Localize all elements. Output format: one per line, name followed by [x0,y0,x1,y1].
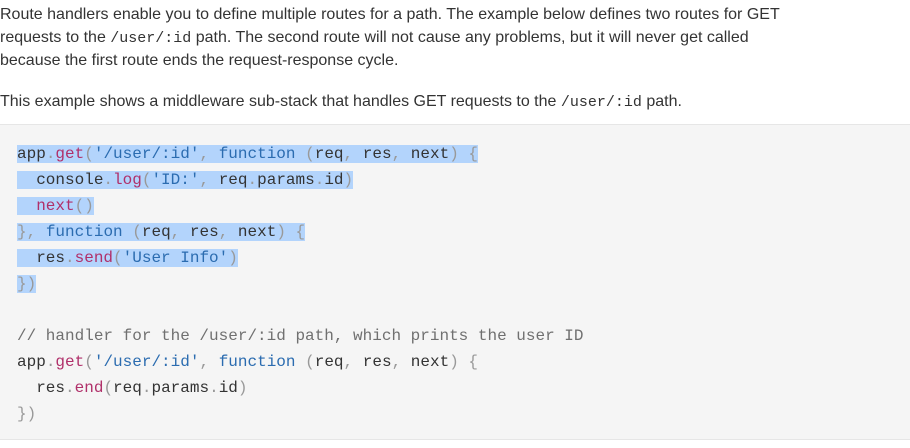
code-line: app.get('/user/:id', function (req, res,… [17,349,584,375]
intro-line-3: because the first route ends the request… [0,52,399,69]
code-line: res.end(req.params.id) [17,375,584,401]
intro-line-2-text: requests to the [0,29,111,46]
code-line: }) [17,401,584,427]
example-description: This example shows a middleware sub-stac… [0,90,905,115]
code-line-selected: }, function (req, res, next) { [17,219,584,245]
code-line-selected: console.log('ID:', req.params.id) [17,167,584,193]
intro-line-1: Route handlers enable you to define mult… [0,6,780,23]
code-line-text: res.end(req.params.id) [36,379,248,397]
code-line-selected: next() [17,193,584,219]
code-line-selected-text: next() [17,197,94,215]
inline-code-path: /user/:id [560,94,642,111]
code-line-selected-text: }, function (req, res, next) { [17,223,306,241]
code-content[interactable]: app.get('/user/:id', function (req, res,… [17,141,584,427]
code-line-blank [17,297,584,323]
code-line-text: app.get('/user/:id', function (req, res,… [17,353,479,371]
intro-paragraph: Route handlers enable you to define mult… [0,3,905,72]
example-description-rest: path. [641,93,682,110]
code-line-text: }) [17,405,37,423]
inline-code-path: /user/:id [110,30,192,47]
code-line-selected: res.send('User Info') [17,245,584,271]
intro-line-2-rest: path. The second route will not cause an… [191,29,749,46]
code-line-selected: }) [17,271,584,297]
code-comment: // handler for the /user/:id path, which… [17,323,584,349]
example-description-text: This example shows a middleware sub-stac… [0,93,561,110]
code-line-selected-text: console.log('ID:', req.params.id) [17,171,354,189]
code-comment-text: // handler for the /user/:id path, which… [17,327,584,345]
code-line-selected-text: app.get('/user/:id', function (req, res,… [17,145,479,163]
intro-line-2: requests to the /user/:id path. The seco… [0,26,905,49]
code-block[interactable]: app.get('/user/:id', function (req, res,… [0,124,910,440]
code-line-selected-text: res.send('User Info') [17,249,238,267]
code-line-selected: app.get('/user/:id', function (req, res,… [17,141,584,167]
code-line-selected-text: }) [17,275,37,293]
